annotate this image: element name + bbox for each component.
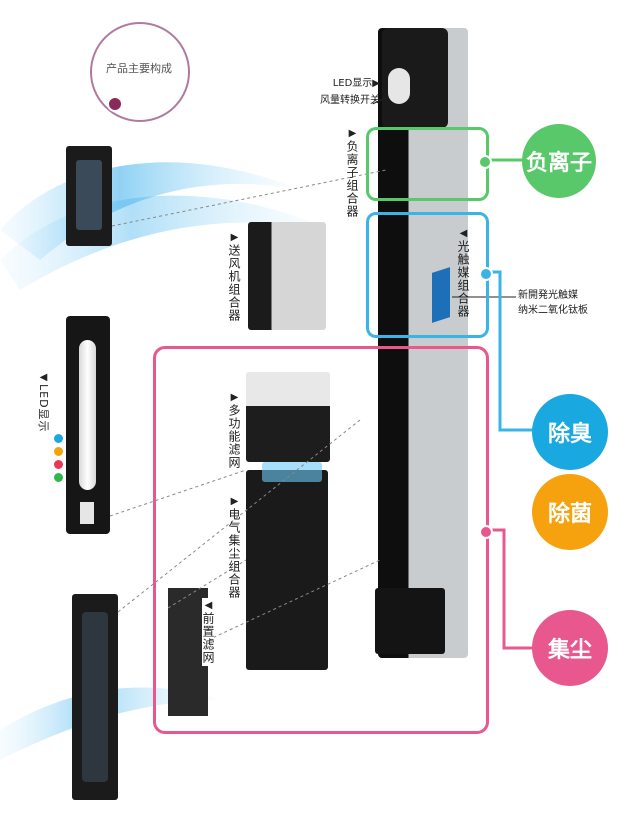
pre-filter-label: ◀前置滤网 (201, 598, 215, 666)
multi-filter-part (246, 372, 330, 462)
main-unit-base (375, 588, 445, 654)
led-color-dot-orange (54, 447, 63, 456)
pre-filter-part (168, 588, 208, 716)
dust-collect-box (153, 346, 489, 734)
negative-ion-assembly-label: ▶负离子组合器 (345, 128, 359, 218)
dust-collect-bubble: 集尘 (532, 610, 608, 686)
dust-collector-glow (262, 462, 322, 482)
fan-assembly-label: ▶送风机组合器 (227, 232, 241, 322)
photocatalyst-assembly-text: 光触媒组合器 (456, 240, 470, 318)
electric-dust-collector-label: ▶电气集尘组合器 (227, 496, 241, 599)
top-bracket-window (76, 160, 102, 230)
led-panel-light (79, 340, 96, 490)
led-color-dot-red (54, 460, 63, 469)
section-title-dot (107, 96, 123, 112)
tio2-plate-line1: 新開発光触媒 (518, 290, 578, 301)
photocatalyst-connector-dot (479, 267, 493, 281)
section-title: 产品主要构成 (106, 62, 172, 75)
led-color-dot-green (54, 473, 63, 482)
led-panel-badge (80, 502, 94, 524)
pre-filter-text: 前置滤网 (201, 612, 215, 664)
negative-ion-assembly-text: 负离子组合器 (345, 140, 359, 218)
fan-assembly-part (248, 222, 326, 330)
negative-ion-connector-dot (478, 155, 492, 169)
tio2-plate-line2: 纳米二氧化钛板 (518, 305, 588, 316)
sterilize-bubble: 除菌 (532, 474, 608, 550)
deodorize-bubble: 除臭 (532, 394, 608, 470)
led-display-label: LED显示▶ (332, 78, 380, 89)
photocatalyst-assembly-label: ◀光触媒组合器 (456, 228, 470, 318)
left-led-display-text: LED显示 (37, 384, 50, 433)
electric-dust-collector-text: 电气集尘组合器 (227, 508, 241, 599)
main-unit-led-dial (388, 68, 410, 104)
dust-connector-dot (479, 525, 493, 539)
bottom-bracket-window (82, 612, 108, 782)
dust-collector-part (246, 470, 328, 670)
negative-ion-bubble: 负离子 (522, 124, 596, 198)
airflow-switch-label: 风量转换开关 (320, 95, 380, 106)
multi-function-filter-text: 多功能滤网 (227, 404, 241, 469)
led-display-text: LED显示 (332, 78, 373, 89)
multi-function-filter-label: ▶多功能滤网 (227, 392, 241, 469)
left-led-display-label: ◀LED显示 (37, 372, 50, 433)
tio2-plate-label: 新開発光触媒 纳米二氧化钛板 (518, 288, 628, 318)
fan-assembly-text: 送风机组合器 (227, 244, 241, 322)
main-unit (378, 28, 468, 658)
section-title-circle (90, 22, 190, 122)
led-color-dot-blue (54, 434, 63, 443)
